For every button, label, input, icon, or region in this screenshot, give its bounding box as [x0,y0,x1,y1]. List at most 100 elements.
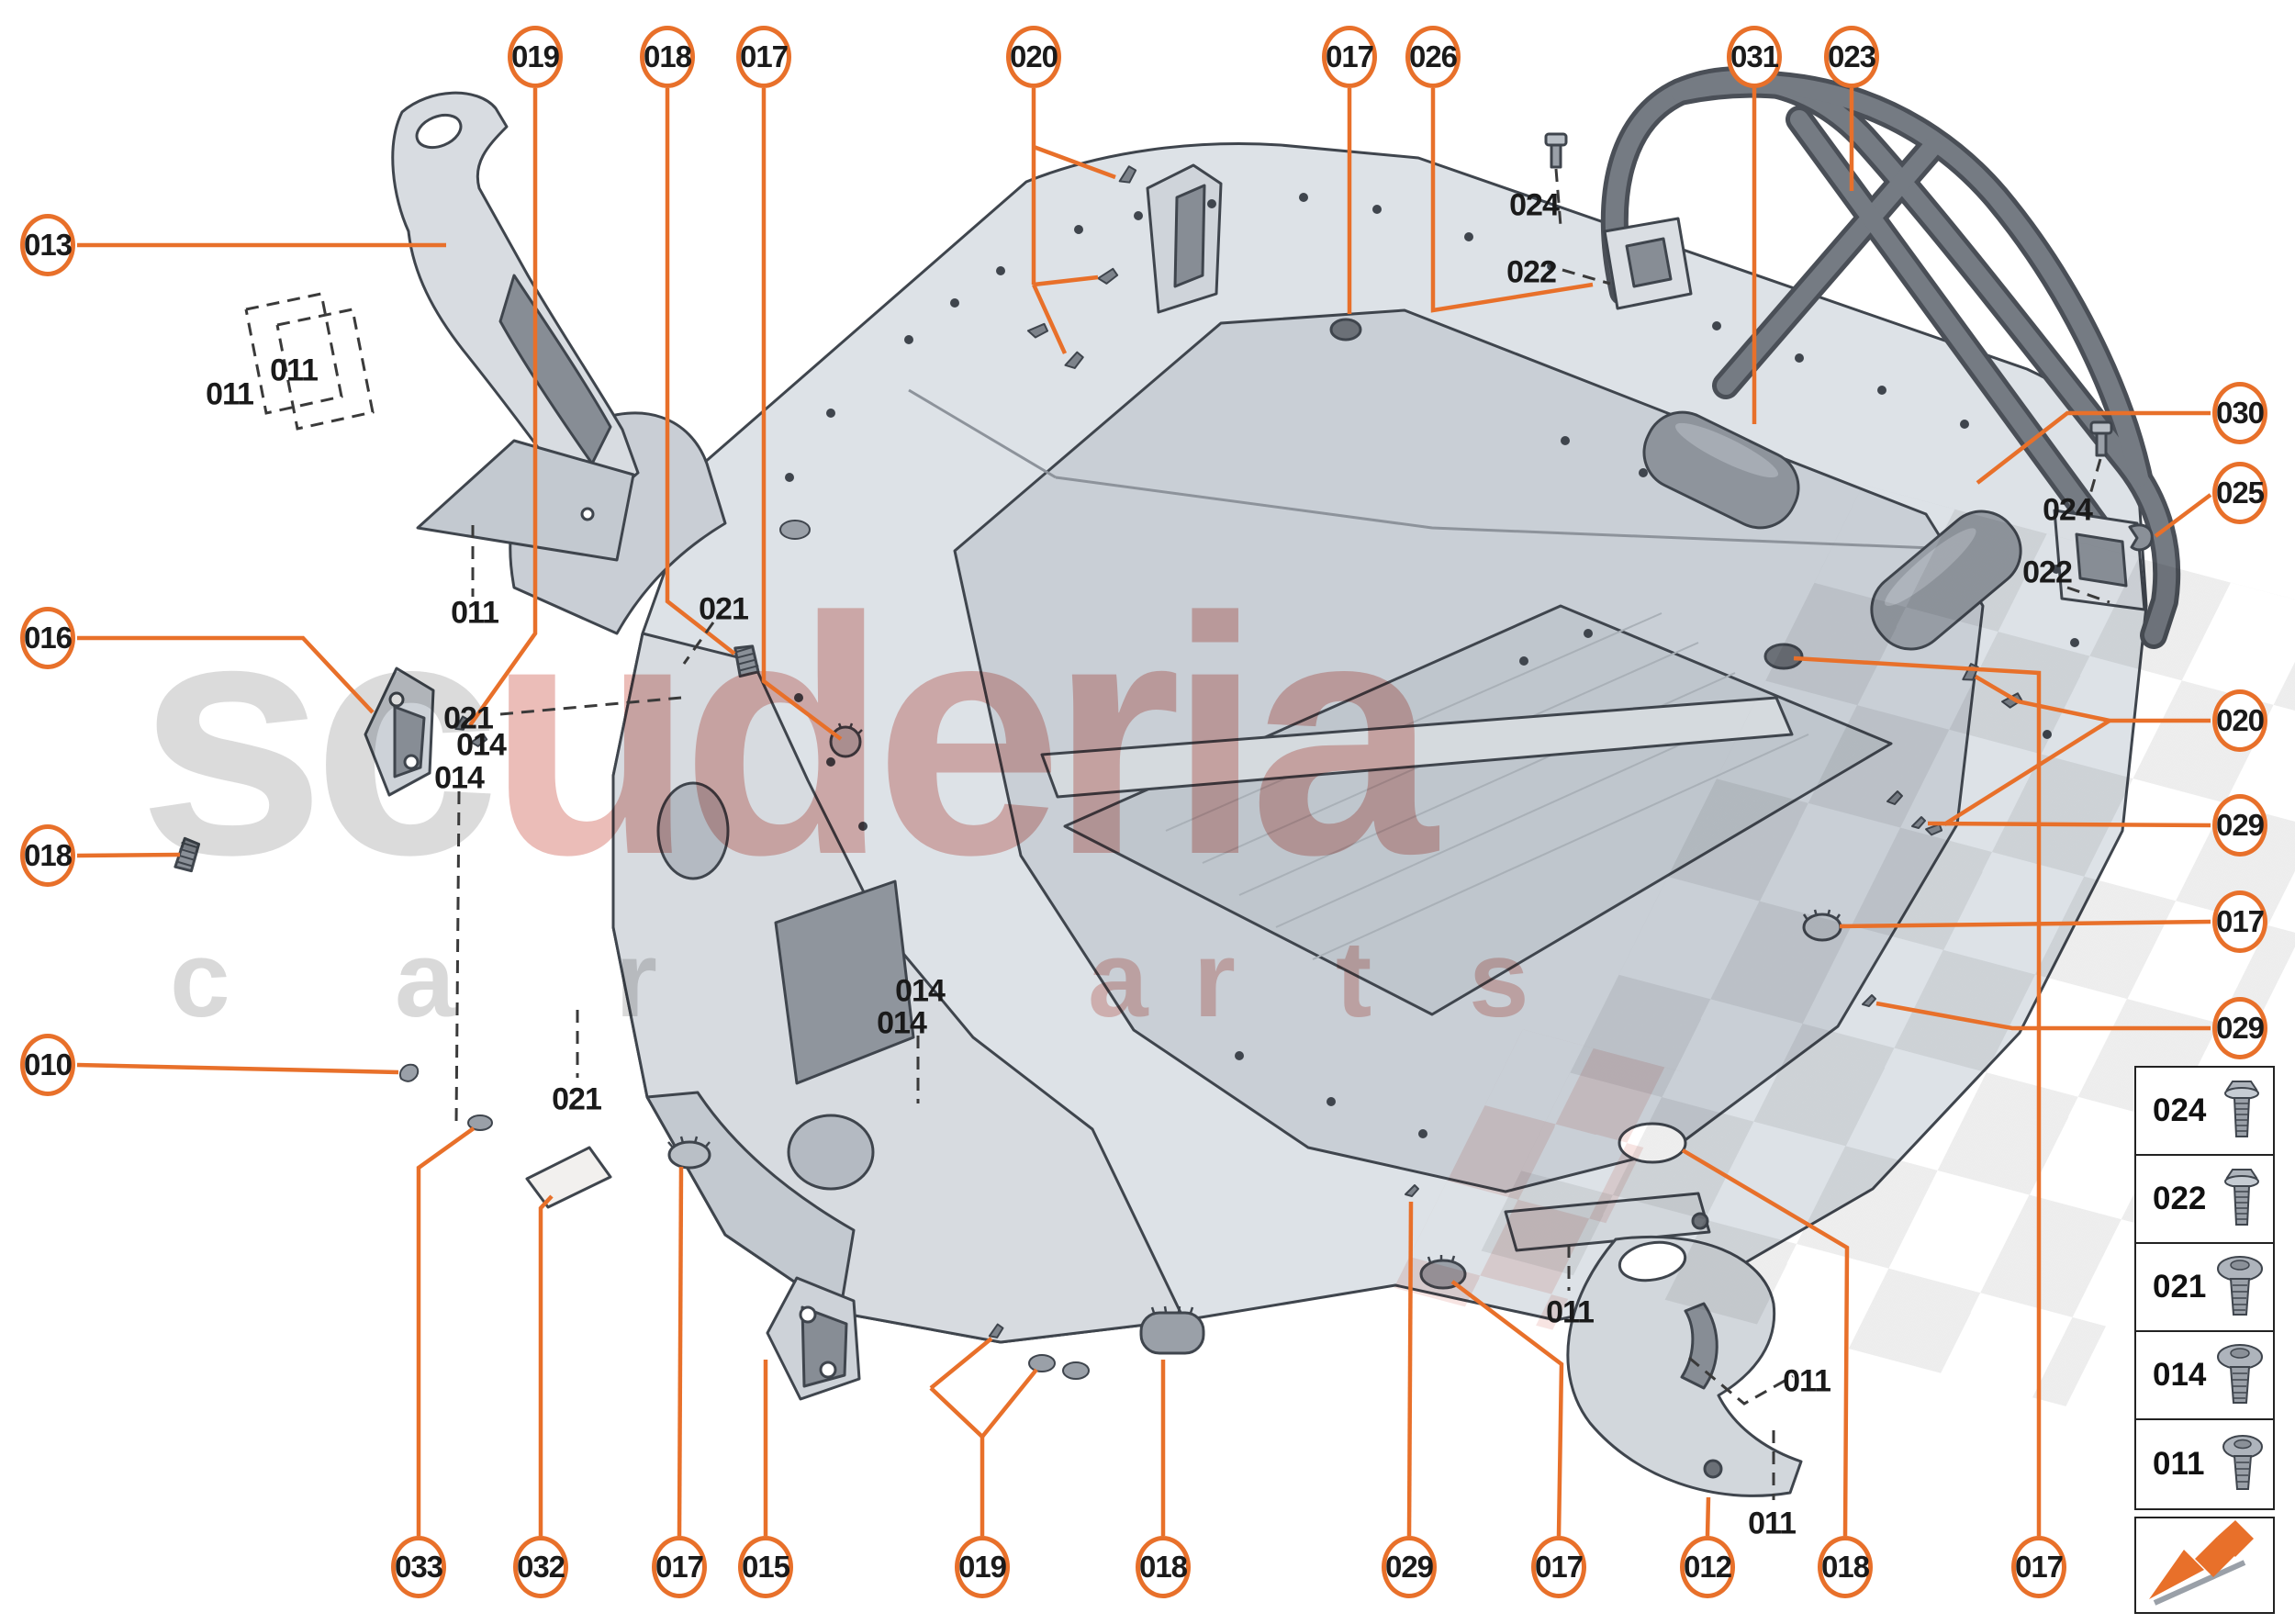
arrow-flag-logo [2149,1520,2254,1606]
watermark-letter: a [395,919,455,1040]
callout-029[interactable]: 029 [2212,794,2267,857]
callout-033[interactable]: 033 [391,1536,446,1598]
part-label-014: 014 [456,727,507,763]
callout-031[interactable]: 031 [1727,26,1782,88]
part-label-014: 014 [895,973,946,1009]
dashed-leader-line [1554,168,1562,227]
part-label-014: 014 [434,760,485,796]
callout-010[interactable]: 010 [20,1034,75,1096]
part-label-024: 024 [2043,492,2093,528]
leader-line [1793,655,2042,1536]
rubber-plug [1419,1255,1467,1290]
leader-line [538,1194,554,1536]
fir-tree-clip [174,836,201,873]
torx-screw-icon [2222,1435,2263,1490]
callout-017[interactable]: 017 [2011,1536,2066,1598]
callout-017[interactable]: 017 [1322,26,1377,88]
callout-026[interactable]: 026 [1405,26,1461,88]
torx-screw-icon [2217,1344,2263,1404]
grommet-plug [1763,643,1804,670]
brand-logo-box [2134,1517,2275,1614]
leader-line [1974,675,2110,723]
callout-023[interactable]: 023 [1824,26,1879,88]
leader-line [1927,821,2211,828]
watermark-letter: s [1469,919,1529,1040]
leader-line [77,635,375,714]
callout-032[interactable]: 032 [513,1536,568,1598]
part-label-021: 021 [443,700,494,736]
callout-018[interactable]: 018 [1136,1536,1191,1598]
part-label-011: 011 [451,595,499,631]
part-label-021: 021 [552,1081,602,1117]
part-label-022: 022 [2022,554,2073,590]
part-label-011: 011 [1748,1506,1797,1541]
watermark-letter: r [615,919,657,1040]
gasket-oval [1618,1122,1687,1164]
bolt-icon [2089,420,2113,457]
flower-plug [667,1136,711,1170]
rubber-plug [1139,1305,1205,1355]
leader-line [1875,1001,2211,1031]
chassis-tub [509,142,2148,1344]
watermark-brand: scuderia [138,567,1438,905]
bolt-icon [1544,132,1568,169]
callout-029[interactable]: 029 [2212,997,2267,1059]
part-016-bracket [364,666,435,797]
part-015-bracket [766,1276,861,1401]
callout-030[interactable]: 030 [2212,382,2267,444]
flange-bolt-icon [2224,1169,2259,1226]
fir-tree-clip [733,644,760,678]
part-label-011: 011 [1546,1294,1595,1330]
callout-017[interactable]: 017 [652,1536,707,1598]
leader-line [1705,1496,1711,1537]
leader-line [468,88,538,727]
part-032-plate [525,1146,612,1209]
callout-020[interactable]: 020 [2212,689,2267,752]
callout-012[interactable]: 012 [1680,1536,1735,1598]
legend-label: 011 [2153,1446,2205,1482]
part-label-021: 021 [699,591,749,627]
leader-line [76,852,181,858]
dashed-leader-line [682,622,715,665]
flange-bolt-icon [2224,1081,2259,1137]
part-label-011: 011 [206,376,254,412]
rollbar-foot-right [2053,509,2146,611]
callout-017[interactable]: 017 [2212,890,2267,953]
leader-line [1942,719,2111,826]
leader-line [665,88,736,655]
callout-016[interactable]: 016 [20,607,75,669]
part-031-pad [1642,410,1800,530]
dashed-leader-line [454,790,461,1125]
leader-line [677,1166,684,1537]
callout-017[interactable]: 017 [1531,1536,1586,1598]
part-label-024: 024 [1509,187,1560,223]
legend-row-024: 024 [2136,1068,2273,1156]
callout-013[interactable]: 013 [20,214,75,276]
callout-017[interactable]: 017 [736,26,791,88]
callout-029[interactable]: 029 [1382,1536,1437,1598]
callout-020[interactable]: 020 [1006,26,1061,88]
callout-019[interactable]: 019 [508,26,563,88]
leader-line [1031,284,1068,354]
rollbar-foot-left [1603,217,1693,310]
callout-018[interactable]: 018 [20,824,75,887]
dashed-leader-line [244,292,343,415]
callout-019[interactable]: 019 [955,1536,1010,1598]
leader-line [1033,144,1116,180]
checker-flag-pattern-red [1394,1029,1682,1330]
callout-018[interactable]: 018 [640,26,695,88]
leader-line [980,1368,1038,1439]
watermark-letter: r [1193,919,1236,1040]
callout-018[interactable]: 018 [1818,1536,1873,1598]
legend-row-021: 021 [2136,1244,2273,1332]
callout-015[interactable]: 015 [738,1536,793,1598]
part-013-pillar-brace [391,91,640,562]
flower-plug [1802,909,1842,942]
dashed-leader-line [275,308,375,431]
legend-row-011: 011 [2136,1420,2273,1508]
callout-025[interactable]: 025 [2212,462,2267,524]
